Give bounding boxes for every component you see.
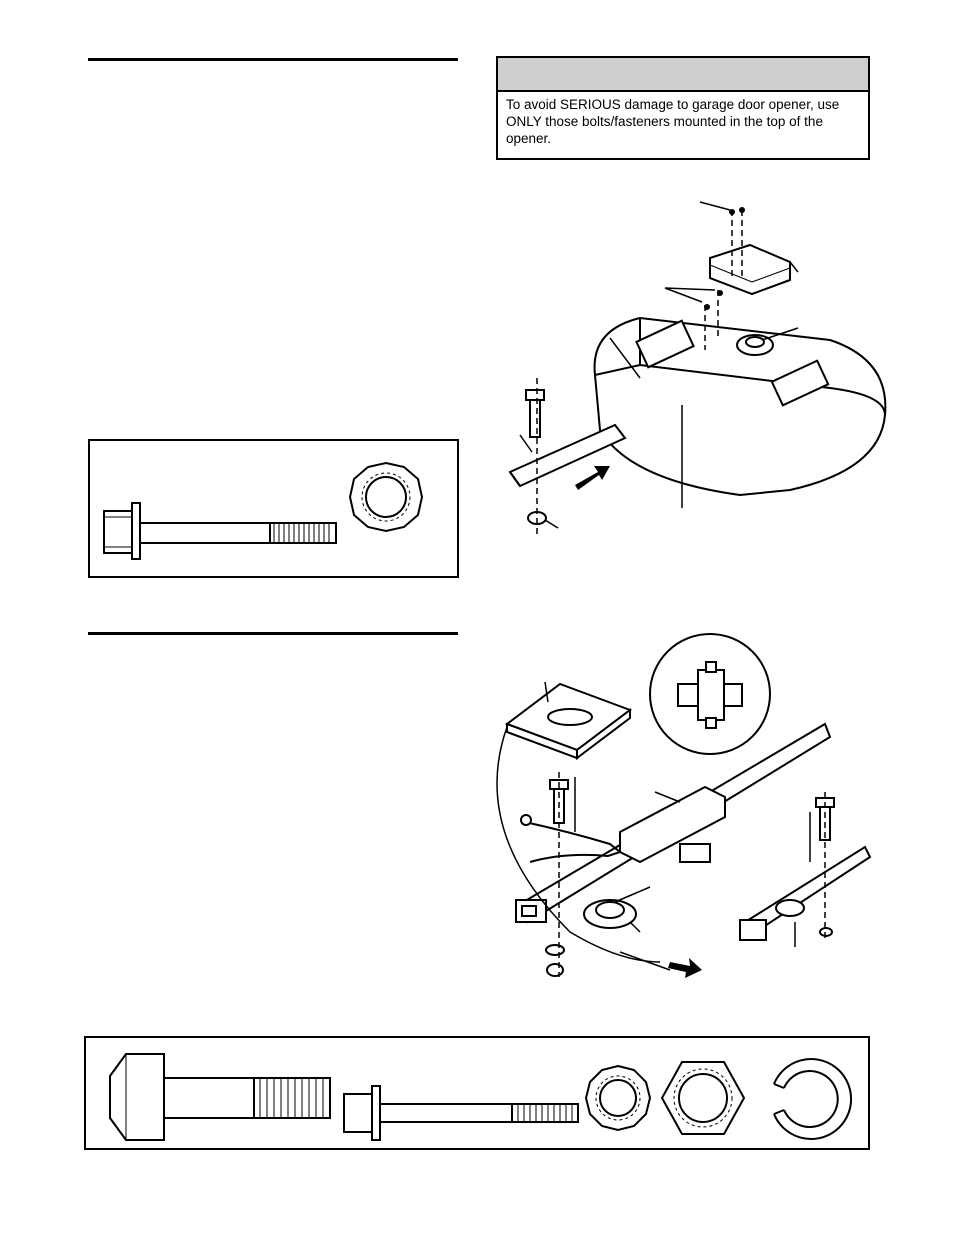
hardware-box-small <box>88 439 459 578</box>
trolley-pulley-assembly-illustration <box>496 633 872 978</box>
section-rule-top <box>88 58 458 61</box>
hex-nut-icon <box>660 1061 746 1135</box>
caution-text: To avoid SERIOUS damage to garage door o… <box>506 97 840 146</box>
flange-bolt-icon <box>103 502 337 560</box>
direction-arrow-icon <box>668 958 702 978</box>
star-lock-washer-icon <box>584 1064 652 1132</box>
section-rule-middle <box>88 632 458 635</box>
opener-rail-attachment-illustration <box>508 201 887 535</box>
caution-header <box>496 56 870 92</box>
flange-bolt-icon <box>343 1085 579 1141</box>
split-lock-washer-icon <box>773 1058 853 1140</box>
hardware-small-art <box>103 461 424 560</box>
caution-box <box>496 90 870 160</box>
direction-arrow-icon <box>575 466 610 490</box>
hardware-large-art <box>109 1053 853 1141</box>
star-lock-washer-icon <box>348 461 424 533</box>
hardware-box-large <box>84 1036 870 1150</box>
hex-bolt-icon <box>109 1053 331 1141</box>
